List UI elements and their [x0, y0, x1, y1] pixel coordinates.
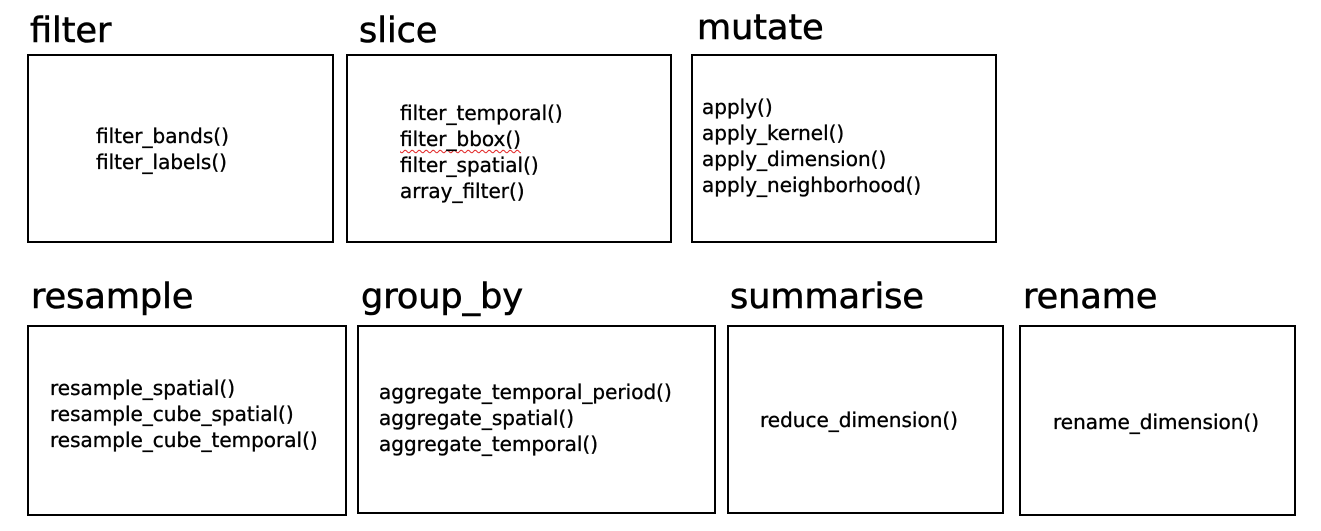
group-title-rename: rename [1023, 277, 1158, 317]
function-item: aggregate_spatial() [379, 406, 575, 430]
function-item: filter_temporal() [400, 101, 563, 125]
group-title-filter: filter [30, 11, 112, 51]
group-title-summarise: summarise [730, 277, 925, 317]
function-item: apply_dimension() [702, 147, 887, 171]
function-list-filter: filter_bands() filter_labels() [96, 123, 229, 175]
function-item: filter_bands() [96, 124, 229, 148]
group-box-summarise: reduce_dimension() [727, 325, 1004, 514]
group-title-resample: resample [31, 277, 194, 317]
spellcheck-underlined-text: filter_bbox() [400, 127, 521, 151]
function-item: apply_kernel() [702, 121, 845, 145]
function-list-resample: resample_spatial() resample_cube_spatial… [50, 375, 318, 453]
function-item: aggregate_temporal_period() [379, 380, 672, 404]
function-item: apply() [702, 95, 773, 119]
group-title-slice: slice [359, 11, 438, 51]
function-item: apply_neighborhood() [702, 173, 922, 197]
function-list-group-by: aggregate_temporal_period() aggregate_sp… [379, 379, 672, 457]
function-item: filter_spatial() [400, 153, 539, 177]
function-item: array_filter() [400, 179, 525, 203]
function-item: resample_spatial() [50, 376, 235, 400]
function-item-spellcheck: filter_bbox() [400, 126, 563, 152]
group-box-slice: filter_temporal() filter_bbox() filter_s… [346, 54, 672, 243]
function-list-mutate: apply() apply_kernel() apply_dimension()… [702, 94, 922, 198]
function-item: aggregate_temporal() [379, 432, 599, 456]
function-item: reduce_dimension() [760, 408, 958, 432]
function-list-slice: filter_temporal() filter_bbox() filter_s… [400, 100, 563, 204]
function-list-rename: rename_dimension() [1053, 409, 1259, 435]
function-list-summarise: reduce_dimension() [760, 407, 958, 433]
group-box-resample: resample_spatial() resample_cube_spatial… [27, 325, 347, 516]
group-box-group-by: aggregate_temporal_period() aggregate_sp… [357, 325, 716, 514]
function-item: filter_labels() [96, 150, 227, 174]
function-item: resample_cube_temporal() [50, 428, 318, 452]
group-box-rename: rename_dimension() [1019, 325, 1296, 516]
group-title-mutate: mutate [697, 8, 824, 48]
function-item: resample_cube_spatial() [50, 402, 294, 426]
group-title-group-by: group_by [361, 277, 524, 317]
group-box-mutate: apply() apply_kernel() apply_dimension()… [691, 54, 997, 243]
function-item: rename_dimension() [1053, 410, 1260, 434]
group-box-filter: filter_bands() filter_labels() [27, 54, 334, 243]
